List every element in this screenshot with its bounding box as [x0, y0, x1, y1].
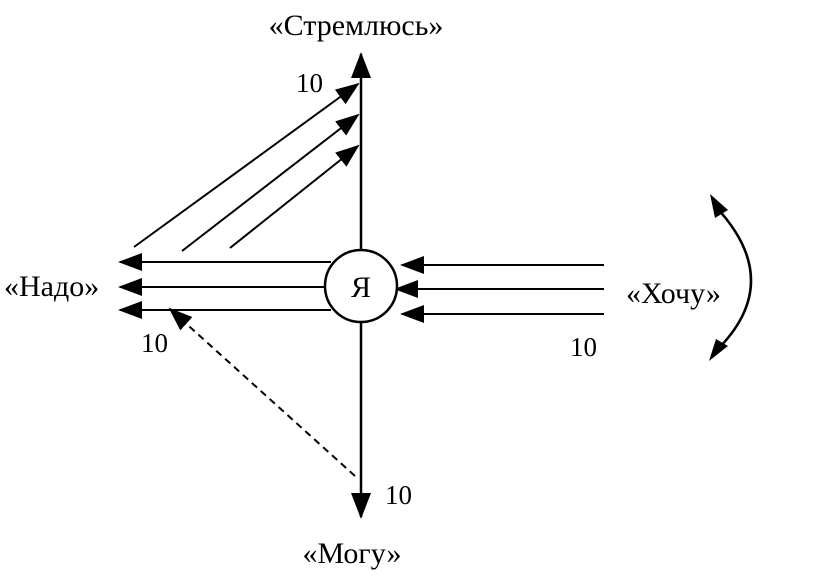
right-label: «Хочу» — [626, 277, 721, 310]
top-label: «Стремлюсь» — [269, 9, 444, 42]
diagonal-arrow-1 — [133, 82, 360, 248]
curved-double-arrow — [715, 206, 753, 352]
curved-arrowhead-bottom — [709, 339, 728, 361]
bottom-label: «Могу» — [303, 537, 402, 570]
bottom-value: 10 — [385, 480, 412, 510]
center-circle — [323, 248, 399, 324]
left-value: 10 — [141, 328, 168, 358]
top-value: 10 — [296, 68, 323, 98]
right-value: 10 — [570, 332, 597, 362]
diagonal-arrow-2 — [181, 113, 360, 252]
dashed-arrow — [168, 307, 356, 477]
curved-arrowhead-top — [710, 194, 728, 218]
diagonal-arrow-3 — [229, 144, 360, 249]
center-label: Я — [351, 271, 371, 304]
left-label: «Надо» — [4, 270, 99, 303]
